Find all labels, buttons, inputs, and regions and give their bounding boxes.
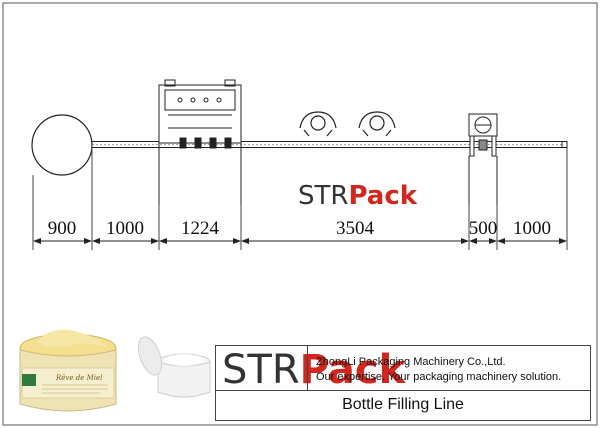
filling-machine bbox=[158, 79, 242, 205]
brand-logo-watermark: STRPack bbox=[298, 183, 417, 209]
dimension-label-3: 1224 bbox=[181, 218, 220, 239]
brand-logo-accent: Pack bbox=[299, 347, 406, 393]
company-name: ZhongLi Packaging Machinery Co.,Ltd. bbox=[316, 356, 506, 368]
dimension-label-6: 1000 bbox=[513, 218, 551, 239]
brand-accent: Pack bbox=[348, 181, 418, 211]
title-block: STRPack ZhongLi Packaging Machinery Co.,… bbox=[215, 345, 591, 421]
brand-logo-prefix: STR bbox=[222, 347, 300, 393]
operator-station-1 bbox=[299, 111, 337, 137]
company-slogan: Our expertise. Your packaging machinery … bbox=[316, 371, 562, 383]
brand-prefix: STR bbox=[298, 181, 349, 211]
drawing-title: Bottle Filling Line bbox=[342, 396, 464, 413]
operator-station-2 bbox=[358, 111, 396, 137]
jar-label-brand: Rêve de Miel bbox=[55, 374, 102, 382]
brand-logo: STRPack bbox=[222, 350, 405, 390]
product-photo: Rêve de Miel bbox=[19, 329, 211, 412]
dimension-label-2: 1000 bbox=[106, 218, 144, 239]
dimension-label-4: 3504 bbox=[336, 218, 375, 239]
title-block-divider-vertical bbox=[307, 346, 308, 390]
rotary-turntable bbox=[31, 114, 93, 176]
conveyor-belt bbox=[91, 141, 568, 148]
dimension-label-5: 500 bbox=[469, 218, 498, 239]
capping-machine bbox=[468, 113, 498, 205]
dimension-label-1: 900 bbox=[48, 218, 77, 239]
title-block-divider-horizontal bbox=[216, 390, 590, 391]
